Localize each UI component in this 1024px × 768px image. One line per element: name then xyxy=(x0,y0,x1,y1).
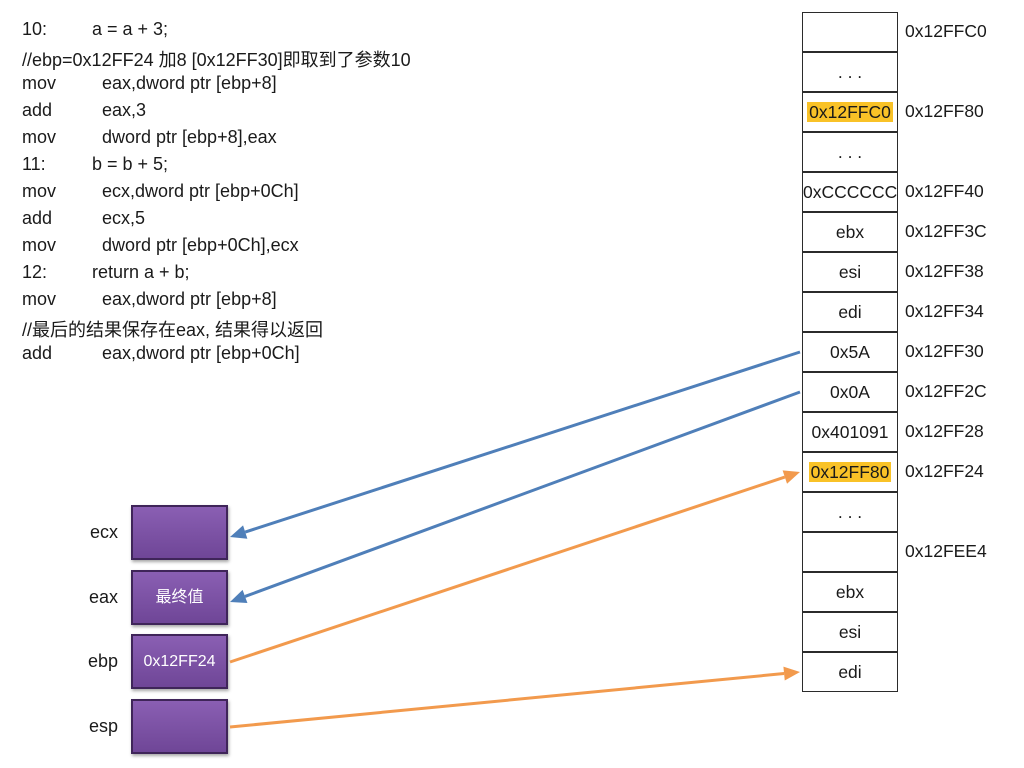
stack-cell-value: . . . xyxy=(837,142,863,162)
stack-cell: esi xyxy=(802,252,898,292)
code-text: b = b + 5; xyxy=(92,154,169,174)
code-label: mov xyxy=(22,235,57,255)
code-text: eax,dword ptr [ebp+0Ch] xyxy=(102,343,300,363)
arrow-head xyxy=(230,589,248,604)
stack-cell: . . . xyxy=(802,492,898,532)
stack-cell: 0x12FF80 xyxy=(802,452,898,492)
stack-address: 0x12FF34 xyxy=(905,301,984,321)
stack-cell xyxy=(802,12,898,52)
arrow-line xyxy=(244,350,801,534)
code-label: add xyxy=(22,100,53,120)
code-label: add xyxy=(22,208,53,228)
code-text: dword ptr [ebp+8],eax xyxy=(102,127,277,147)
stack-address: 0x12FF40 xyxy=(905,181,984,201)
code-text: dword ptr [ebp+0Ch],ecx xyxy=(102,235,299,255)
stack-cell: 0x0A xyxy=(802,372,898,412)
code-comment: //最后的结果保存在eax, 结果得以返回 xyxy=(22,320,324,340)
stack-cell: ebx xyxy=(802,572,898,612)
stack-cell: ebx xyxy=(802,212,898,252)
stack-cell: . . . xyxy=(802,52,898,92)
code-text: ecx,dword ptr [ebp+0Ch] xyxy=(102,181,299,201)
register-label-ecx: ecx xyxy=(89,522,118,542)
code-label: 10: xyxy=(22,19,48,39)
stack-cell xyxy=(802,532,898,572)
stack-address: 0x12FF3C xyxy=(905,221,987,241)
code-text: eax,3 xyxy=(102,100,147,120)
register-label-eax: eax xyxy=(88,587,118,607)
stack-cell-value: 0x401091 xyxy=(811,422,889,442)
stack-cell-value: esi xyxy=(838,622,862,642)
stack-cell-value: edi xyxy=(838,302,862,322)
stack-cell-value: 0x5A xyxy=(830,342,870,362)
stack-cell-value: esi xyxy=(838,262,862,282)
stack-cell-value: . . . xyxy=(837,62,863,82)
code-text: return a + b; xyxy=(92,262,190,282)
arrow-head xyxy=(230,525,248,539)
stack-cell-value: 0xCCCCCC xyxy=(803,182,898,202)
code-label: mov xyxy=(22,181,57,201)
code-comment: //ebp=0x12FF24 加8 [0x12FF30]即取到了参数10 xyxy=(22,50,411,70)
register-box-eax: 最终值 xyxy=(131,570,228,625)
stack-cell: 0x12FFC0 xyxy=(802,92,898,132)
code-text: a = a + 3; xyxy=(92,19,169,39)
register-label-ebp: ebp xyxy=(87,651,118,671)
stack-cell-value: ebx xyxy=(835,222,865,242)
stack-address: 0x12FFC0 xyxy=(905,21,987,41)
register-box-esp xyxy=(131,699,228,754)
stack-cell-value: ebx xyxy=(835,582,865,602)
stack-address: 0x12FF30 xyxy=(905,341,984,361)
stack-cell: . . . xyxy=(802,132,898,172)
code-text: eax,dword ptr [ebp+8] xyxy=(102,289,277,309)
code-label: mov xyxy=(22,289,57,309)
stack-cell-value-highlighted: 0x12FF80 xyxy=(808,462,892,482)
code-text: eax,dword ptr [ebp+8] xyxy=(102,73,277,93)
code-label: add xyxy=(22,343,53,363)
stack-cell: edi xyxy=(802,292,898,332)
arrow-head xyxy=(783,666,800,681)
stack-address: 0x12FF28 xyxy=(905,421,984,441)
stack-cell: 0x401091 xyxy=(802,412,898,452)
stack-cell: esi xyxy=(802,612,898,652)
code-label: 12: xyxy=(22,262,48,282)
stack-cell: 0x5A xyxy=(802,332,898,372)
arrow-head xyxy=(782,470,800,484)
code-label: mov xyxy=(22,73,57,93)
stack-address: 0x12FF80 xyxy=(905,101,984,121)
stack-address: 0x12FEE4 xyxy=(905,541,987,561)
arrow-line xyxy=(229,672,785,729)
arrow-line xyxy=(229,475,786,664)
code-text: ecx,5 xyxy=(102,208,146,228)
stack-address: 0x12FF2C xyxy=(905,381,987,401)
arrow-line xyxy=(244,390,801,598)
stack-cell-value: edi xyxy=(838,662,862,682)
stack-cell-value-highlighted: 0x12FFC0 xyxy=(807,102,893,122)
stack-address: 0x12FF38 xyxy=(905,261,984,281)
stack-cell-value: 0x0A xyxy=(830,382,870,402)
stack-cell-value: . . . xyxy=(837,502,863,522)
code-label: mov xyxy=(22,127,57,147)
register-box-ebp: 0x12FF24 xyxy=(131,634,228,689)
stack-cell: 0xCCCCCC xyxy=(802,172,898,212)
register-label-esp: esp xyxy=(88,716,118,736)
stack-cell: edi xyxy=(802,652,898,692)
stack-address: 0x12FF24 xyxy=(905,461,984,481)
code-label: 11: xyxy=(22,154,46,174)
register-box-ecx xyxy=(131,505,228,560)
